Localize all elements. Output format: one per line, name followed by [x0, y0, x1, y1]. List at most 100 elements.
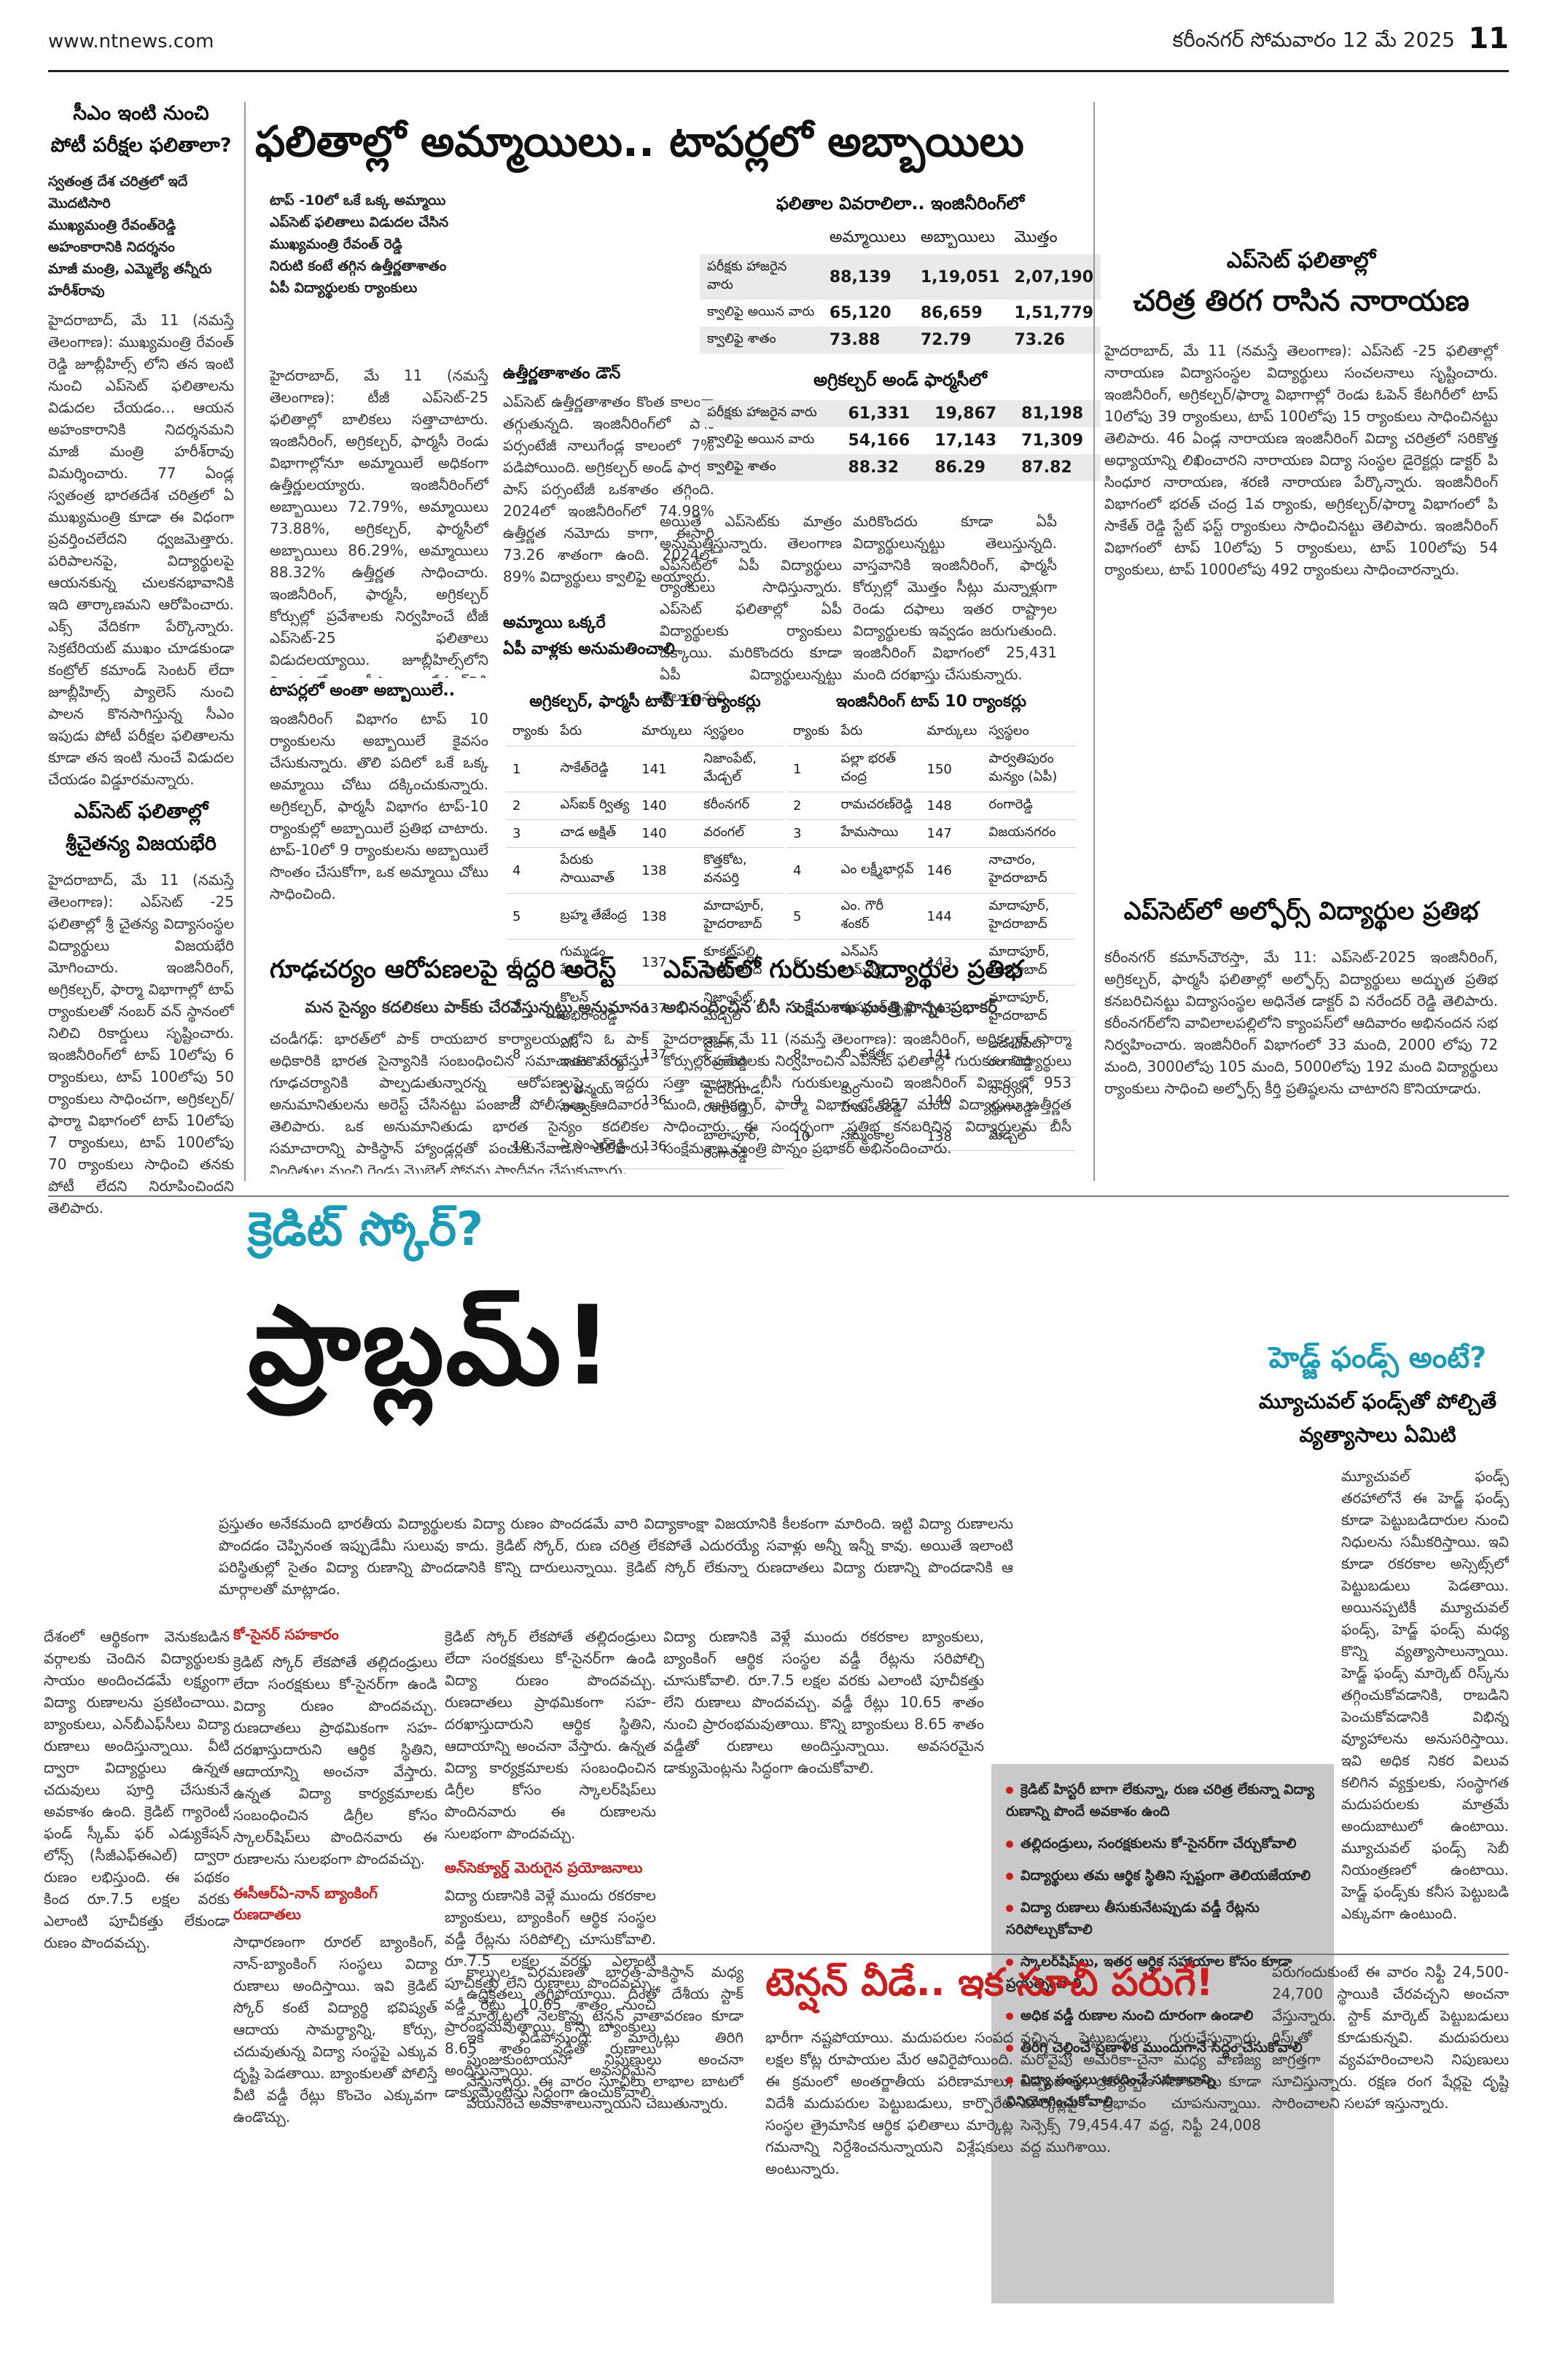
table-cell: 10	[507, 1123, 555, 1169]
table-cell: ఎం లక్ష్మీభార్గవ్	[835, 847, 921, 894]
credit-col-4-head: అన్‌సెక్యూర్డ్ మెరుగైన ప్రయోజనాలు	[445, 1859, 643, 1876]
table-cell: పల్లా భరత్ చంద్ర	[835, 746, 921, 792]
table-cell: క్వాలిఫై శాతం	[700, 327, 822, 354]
table-cell: 87.82	[1014, 454, 1101, 481]
table-row: క్వాలిఫై శాతం 73.88 72.79 73.26	[700, 327, 1101, 354]
table-cell: 150	[921, 746, 983, 792]
table-cell: నిజాంపేట్, మేడ్చల్	[698, 746, 784, 792]
gurukul-subhead: అభినందించిన బీసీ సంక్షేమశాఖ మంత్రి పొన్న…	[663, 999, 998, 1017]
bullet-dot-icon	[1006, 1959, 1013, 1966]
table-cell: బ్రహ్మ తేజేంద్ర	[554, 893, 636, 940]
arrest-subhead: మన సైన్యం కదలికలు పాక్‌కు చేరవేస్తున్నట్…	[305, 999, 649, 1017]
table-cell: 86,659	[920, 304, 983, 322]
hedge-headline-1: మ్యూచువల్ ఫండ్స్‌తో పోల్చితే	[1258, 1389, 1497, 1413]
table-header-cell: స్వస్థలం	[983, 719, 1075, 746]
narayana-headline: చరిత్ర తిరగ రాసిన నారాయణ	[1133, 284, 1470, 318]
credit-col-5: విద్యా రుణానికి వెళ్లే ముందు రకరకాల బ్యా…	[663, 1628, 984, 1776]
table-cell: నిజాంపేట్, మేడ్చల్	[698, 985, 784, 1031]
table-cell: 5	[787, 893, 835, 940]
site-url[interactable]: www.ntnews.com	[48, 31, 214, 52]
hedge-kicker: హెడ్జ్ ఫండ్స్ అంటే?	[1268, 1341, 1487, 1375]
bullet-dot-icon	[1006, 2013, 1013, 2020]
table-cell: క్వాలిఫై అయిన వారు	[707, 432, 815, 447]
gurukul-headline: ఎప్‌సెట్‌లో గురుకుల విద్యార్థుల ప్రతిభ	[663, 955, 1023, 984]
table-cell: 137	[636, 939, 698, 986]
table-cell: 1	[787, 746, 835, 792]
tension-col-3: వచ్చిన పెట్టుబడులు గుర్తుచేస్తున్నారు. మ…	[1021, 2029, 1261, 2155]
table-header-cell: ర్యాంకు	[787, 719, 835, 746]
table-cell: 65,120	[829, 304, 891, 322]
table-cell: 147	[921, 819, 983, 848]
table-cell: చాడ అక్షిత్	[554, 819, 636, 848]
agriculture-results-title: అగ్రికల్చర్ అండ్ ఫార్మసీలో	[813, 370, 987, 390]
table-cell: విజయనగరం	[983, 819, 1075, 848]
main-headline: ఫలితాల్లో అమ్మాయిలు.. టాపర్లలో అబ్బాయిలు	[255, 117, 1024, 166]
table-cell: 1,19,051	[913, 254, 1007, 300]
column-divider	[244, 102, 246, 1181]
credit-tip-item: తిరిగి చెల్లించే ప్రణాళిక ముందుగానే సిద్…	[1006, 2037, 1319, 2059]
credit-tip-item: విద్యా రుణాలు తీసుకునేటప్పుడు వడ్డీ రేట్…	[1006, 1897, 1319, 1940]
table-cell: 7	[507, 985, 555, 1031]
table-cell: మేడ్చల్	[983, 1123, 1075, 1151]
table-header-cell: ర్యాంకు	[507, 719, 555, 746]
alphores-headline: ఎప్‌సెట్‌లో అల్ఫోర్స్ విద్యార్థుల ప్రతిభ	[1123, 897, 1479, 926]
left-column: సీఎం ఇంటి నుంచి పోటీ పరీక్షల ఫలితాలా? స్…	[48, 102, 234, 1306]
main-col-1-lower: టాపర్లలో అంతా అబ్బాయిలే.. ఇంజినీరింగ్ వి…	[270, 682, 488, 948]
engineering-results-title: ఫలితాల వివరాలిలా.. ఇంజినీరింగ్‌లో	[776, 193, 1025, 214]
table-cell: నాచారం, హైదరాబాద్	[983, 847, 1075, 894]
table-cell: 140	[636, 792, 698, 820]
table-cell: 10	[787, 1123, 835, 1151]
table-cell: 136	[636, 1077, 698, 1123]
table-cell: 2	[507, 792, 555, 820]
tension-col-1: కాల్పుల విరమణతో భారత్-పాకిస్థాన్ మధ్య ఉద…	[467, 1963, 744, 2112]
table-cell: 86.29	[927, 454, 1015, 481]
credit-tip-text: అధిక వడ్డీ రుణాల నుంచి దూరంగా ఉండాలి	[1021, 2008, 1254, 2024]
table-row: క్వాలిఫై అయిన వారు 54,166 17,143 71,309	[700, 427, 1101, 454]
table-cell: హేమసాయి	[835, 819, 921, 848]
credit-tip-item: విద్యా సంస్థలు అందించే సహకారాన్ని వినియో…	[1006, 2069, 1319, 2112]
hedge-block: హెడ్జ్ ఫండ్స్ అంటే? మ్యూచువల్ ఫండ్స్‌తో …	[1254, 1341, 1502, 1452]
cm-bullet: మాజీ మంత్రి, ఎమ్మెల్యే తన్నీరు హరీశ్‌రావ…	[48, 261, 212, 299]
credit-tip-item: అధిక వడ్డీ రుణాల నుంచి దూరంగా ఉండాలి	[1006, 2005, 1319, 2026]
masthead: www.ntnews.com కరీంనగర్ సోమవారం 12 మే 20…	[0, 0, 1557, 70]
credit-tip-text: క్రెడిట్ హిస్టరీ బాగా లేకున్నా, రుణ చరిత…	[1006, 1782, 1314, 1819]
table-header-cell: మార్కులు	[921, 719, 983, 746]
table-cell: 81,198	[1014, 400, 1101, 427]
table-cell: క్వాలిఫై అయిన వారు	[707, 304, 815, 319]
credit-tip-item: స్కాలర్‌షిప్‌లు, ఇతర ఆర్థిక సహాయాల కోసం …	[1006, 1951, 1319, 1994]
hedge-body: మ్యూచువల్ ఫండ్స్ తరహాలోనే ఈ హెడ్జ్ ఫండ్స…	[1341, 1467, 1509, 1922]
tension-headline: టెన్షన్ వీడే.. ఇక సూచీ పరుగే!	[765, 1961, 1214, 2005]
highlight-item: ఎప్‌సెట్ ఫలితాలు విడుదల చేసిన ముఖ్యమంత్ర…	[270, 214, 449, 252]
table-cell: రామచరణ్‌రెడ్డి	[835, 792, 921, 820]
tension-col-2: భారీగా నష్టపోయాయి. మదుపరుల సంపద లక్షల కో…	[765, 2029, 1013, 2177]
table-cell: 3	[787, 819, 835, 848]
credit-col-3-head: ఈసీఆర్‌ఏ-నాన్ బ్యాంకింగ్ రుణదాతలు	[233, 1884, 378, 1923]
gurukul-body: హైదరాబాద్, మే 11 (నమస్తే తెలంగాణ): ఇంజిన…	[663, 1030, 1072, 1157]
table-cell: 3	[507, 819, 555, 848]
table-cell: 137	[636, 1031, 698, 1077]
table-cell: 148	[921, 792, 983, 820]
table-cell: 88,139	[822, 254, 913, 300]
highlight-item: టాప్ -10లో ఒకే ఒక్క అమ్మాయి	[270, 192, 446, 208]
credit-col-2: కో-సైనర్ సహకారం క్రెడిట్ స్కోర్ లేకపోతే …	[233, 1626, 437, 2295]
credit-tip-item: విద్యార్థులు తమ ఆర్థిక స్థితిని స్పష్టంగ…	[1006, 1865, 1319, 1887]
cm-body: హైదరాబాద్, మే 11 (నమస్తే తెలంగాణ): ముఖ్య…	[48, 311, 234, 788]
table-cell: 138	[636, 847, 698, 894]
credit-tip-text: తిరిగి చెల్లించే ప్రణాళిక ముందుగానే సిద్…	[1021, 2040, 1303, 2056]
credit-col-4: క్రెడిట్ స్కోర్ లేకపోతే తల్లిదండ్రులు లే…	[445, 1626, 656, 2249]
table-cell: మాదాపూర్, హైదరాబాద్	[983, 939, 1075, 986]
section-divider	[48, 1195, 1509, 1197]
table-cell: 144	[921, 893, 983, 940]
table-cell: ఏ ఎంఎల్‌రెడ్డి	[554, 1123, 636, 1169]
table-cell: బాలాపూర్, రంగారెడ్డి	[698, 1123, 784, 1169]
agri-toppers-title: అగ్రికల్చర్, ఫార్మసీ టాప్ 10 ర్యాంకర్లు	[529, 692, 761, 711]
pass-percent-subhead: ఉత్తీర్ణతాశాతం డౌన్	[503, 364, 621, 383]
cm-bullet: స్వతంత్ర దేశ చరిత్రలో ఇదే మొదటిసారి	[48, 173, 188, 211]
